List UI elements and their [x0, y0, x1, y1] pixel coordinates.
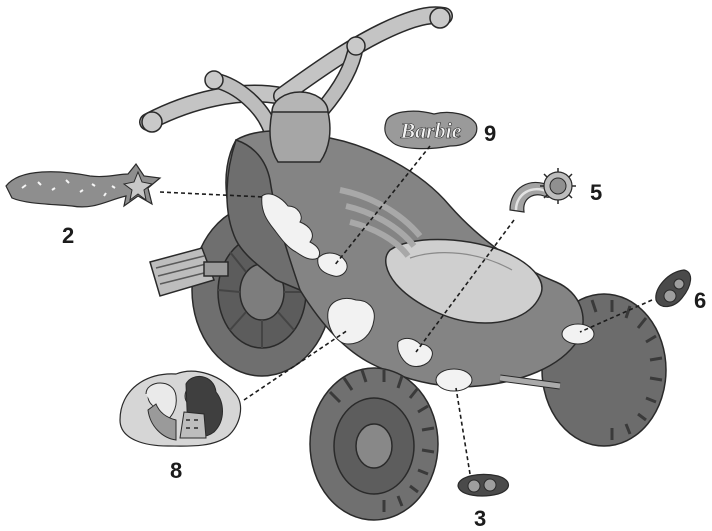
star-trail-decal [6, 164, 160, 207]
right-light-decal-placed [562, 324, 594, 344]
callout-8: 8 [170, 458, 182, 483]
callout-9: 9 [484, 121, 496, 146]
barbie-logo-text: Barbie [399, 118, 461, 143]
front-light-decal-placed [436, 369, 472, 391]
tricycle-illustration [142, 8, 666, 520]
callout-5: 5 [590, 180, 602, 205]
front-light-decal [458, 474, 509, 495]
barbie-logo-decal: Barbie [385, 111, 477, 148]
callout-2: 2 [62, 223, 74, 248]
callout-3: 3 [474, 506, 486, 531]
leader-line-3 [456, 388, 470, 474]
right-light-decal [656, 270, 691, 307]
rainbow-sun-decal [510, 168, 576, 212]
barbie-friends-decal [120, 371, 241, 446]
callout-6: 6 [694, 288, 706, 313]
front-wheel [310, 368, 438, 520]
